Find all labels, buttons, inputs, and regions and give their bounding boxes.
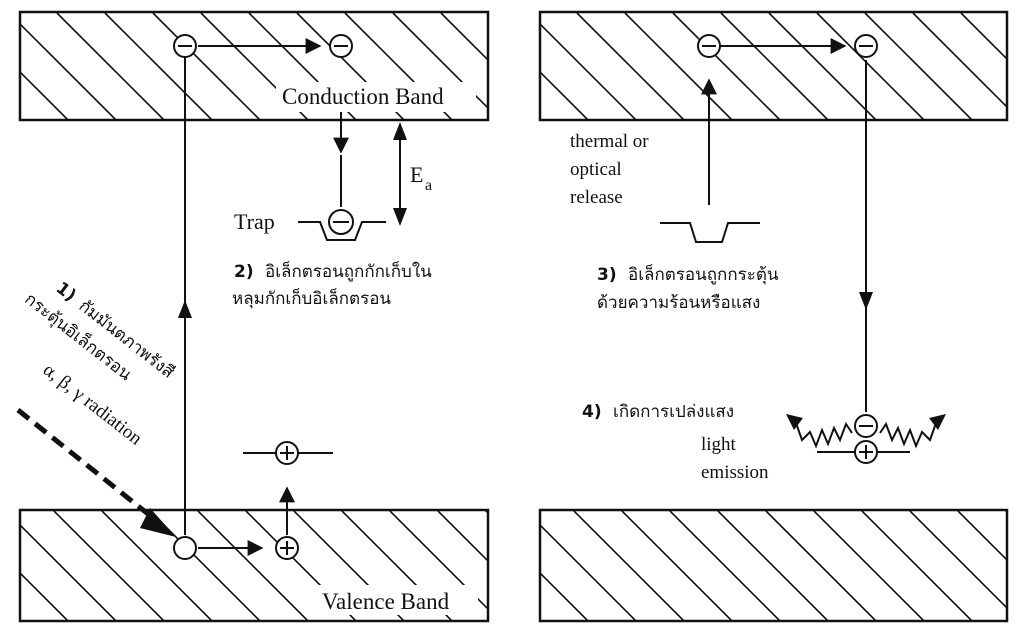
down-arrowhead	[859, 292, 873, 310]
hatch-line	[620, 510, 733, 621]
hatch-line	[20, 523, 117, 621]
hatch-line	[863, 12, 973, 120]
hatch-line	[719, 12, 829, 120]
electron-symbol	[854, 414, 878, 438]
hatch-line	[103, 12, 213, 120]
photon-left-arrowhead	[786, 414, 803, 430]
hatch-line	[668, 510, 781, 621]
hatch-line	[812, 510, 925, 621]
valence-band-label: Valence Band	[322, 589, 450, 614]
step1-number: 1)	[52, 278, 80, 306]
conduction-band-right	[538, 10, 1024, 122]
photon-right	[879, 421, 937, 449]
step4-text-1: เกิดการเปล่งแสง	[613, 402, 734, 422]
photon-right-arrowhead	[929, 414, 946, 430]
step2-text-1: อิเล็กตรอนถูกกักเก็บใน	[265, 260, 432, 282]
step2-number: 2)	[234, 262, 254, 282]
hatch-line	[716, 510, 829, 621]
step4-line1: 4) เกิดการเปล่งแสง	[582, 402, 734, 422]
electron-symbol	[697, 34, 721, 58]
hatch-line	[959, 12, 1007, 61]
hatch-line	[151, 12, 261, 120]
hatch-line	[908, 510, 1007, 610]
hatch-line	[764, 510, 877, 621]
empty-trap-well	[660, 222, 760, 243]
hatch-line	[439, 12, 488, 62]
step3-line1: 3) อิเล็กตรอนถูกกระตุ้น	[597, 263, 779, 285]
electron-symbol	[173, 34, 197, 58]
step4-number: 4)	[582, 402, 602, 422]
photon-left	[795, 421, 853, 449]
hatch-line	[196, 510, 309, 621]
hatch-line	[20, 22, 117, 120]
hatch-line	[1008, 12, 1024, 120]
hatch-line	[956, 510, 1007, 562]
activation-energy-subscript: a	[425, 177, 432, 194]
hatch-line	[388, 510, 488, 611]
hatch-line	[572, 510, 685, 621]
hatch-line	[623, 12, 733, 120]
electron-symbol	[854, 34, 878, 58]
conduction-band-left	[18, 10, 490, 122]
up-arrowhead	[178, 300, 192, 318]
trapped-electron-symbol	[328, 209, 354, 235]
hatch-line	[860, 510, 973, 621]
hatch-line	[52, 510, 165, 621]
trap-well	[298, 221, 386, 241]
hatch-line	[55, 12, 165, 120]
empty-state-symbol	[173, 536, 197, 560]
step2-line1: 2) อิเล็กตรอนถูกกักเก็บใน	[234, 260, 432, 282]
step3-text-1: อิเล็กตรอนถูกกระตุ้น	[628, 263, 779, 285]
step2-text-2: หลุมกักเก็บอิเล็กตรอน	[232, 287, 391, 309]
step3-text-2: ด้วยความร้อนหรือแสง	[597, 293, 760, 313]
trap-label: Trap	[234, 209, 275, 234]
step1-label: 1) กัมมันตภาพรังสี กระตุ้นอิเล็กตรอน	[20, 278, 178, 385]
hole-symbol	[275, 441, 299, 465]
thermal-release-line1: thermal or	[570, 131, 649, 152]
hatch-line	[20, 571, 69, 621]
conduction-band-label: Conduction Band	[282, 84, 444, 109]
light-emission-line1: light	[701, 434, 737, 455]
hatch-line	[575, 12, 685, 120]
hatch-line	[540, 571, 589, 621]
hatch-line	[436, 510, 488, 563]
light-emission-line2: emission	[701, 462, 769, 483]
thermal-release-line3: release	[570, 187, 623, 208]
hatch-line	[671, 12, 781, 120]
hatch-line	[540, 22, 637, 120]
hatch-line	[391, 12, 488, 110]
valence-band-right	[538, 508, 1009, 623]
hatch-line	[540, 70, 589, 120]
hatch-line	[767, 12, 877, 120]
hatch-line	[815, 12, 925, 120]
hatch-line	[20, 70, 69, 120]
step3-number: 3)	[597, 265, 617, 285]
radiation-arrowhead	[140, 508, 176, 537]
hole-symbol	[275, 536, 299, 560]
hatch-line	[540, 523, 637, 621]
electron-symbol	[329, 34, 353, 58]
hole-symbol	[854, 440, 878, 464]
hatch-line	[20, 619, 21, 621]
valence-band-left	[18, 508, 490, 623]
hatch-line	[20, 118, 21, 120]
activation-energy-label: E	[410, 162, 423, 187]
hatch-line	[911, 12, 1007, 109]
radiation-arrow	[16, 408, 160, 524]
thermal-release-line2: optical	[570, 159, 622, 180]
hatch-line	[100, 510, 213, 621]
